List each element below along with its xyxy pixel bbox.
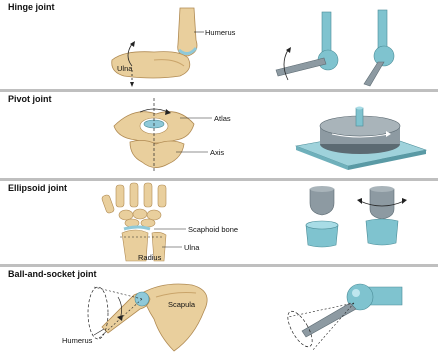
hinge-elbow-illustration: Humerus Ulna <box>84 0 284 88</box>
scapula-bone <box>142 284 207 351</box>
ball-socket-shoulder-illustration: Scapula Humerus <box>64 267 294 354</box>
hinge-model-sphere-2 <box>374 46 394 66</box>
pivot-joint-panel: Pivot joint Atlas Axis <box>4 92 434 178</box>
pivot-joint-title: Pivot joint <box>8 94 52 104</box>
axis-bone <box>130 140 184 167</box>
hand-bones <box>101 183 166 261</box>
ellipsoid-socket-2 <box>366 219 398 245</box>
ellipsoid-joint-panel: Ellipsoid joint Scap <box>4 181 434 263</box>
ulna-wrist-label: Ulna <box>184 243 200 252</box>
shoulder-motion-cone <box>88 287 108 339</box>
pivot-model-illustration <box>292 92 432 178</box>
radius-label: Radius <box>138 253 162 262</box>
ball-socket-model-illustration <box>274 267 434 354</box>
ulna-label: Ulna <box>117 64 133 73</box>
axis-label: Axis <box>210 148 224 157</box>
hinge-joint-title: Hinge joint <box>8 2 55 12</box>
ball-socket-joint-panel: Ball-and-socket joint Scapula Humerus <box>4 267 434 354</box>
hinge-model-arrow <box>284 50 288 80</box>
humerus-shoulder-label: Humerus <box>62 336 93 345</box>
ellipsoid-wrist-illustration: Scaphoid bone Radius Ulna <box>98 181 318 263</box>
hinge-model-illustration <box>266 0 436 88</box>
atlas-label: Atlas <box>214 114 231 123</box>
ellipsoid-joint-title: Ellipsoid joint <box>8 183 67 193</box>
humerus-label: Humerus <box>205 28 236 37</box>
scapula-label: Scapula <box>168 300 196 309</box>
pivot-vertebra-illustration: Atlas Axis <box>94 92 294 178</box>
ellipsoid-cartilage <box>124 227 150 229</box>
ellipsoid-model-illustration <box>300 181 430 263</box>
hinge-joint-panel: Hinge joint Humerus Ulna <box>4 0 434 88</box>
scaphoid-label: Scaphoid bone <box>188 225 238 234</box>
